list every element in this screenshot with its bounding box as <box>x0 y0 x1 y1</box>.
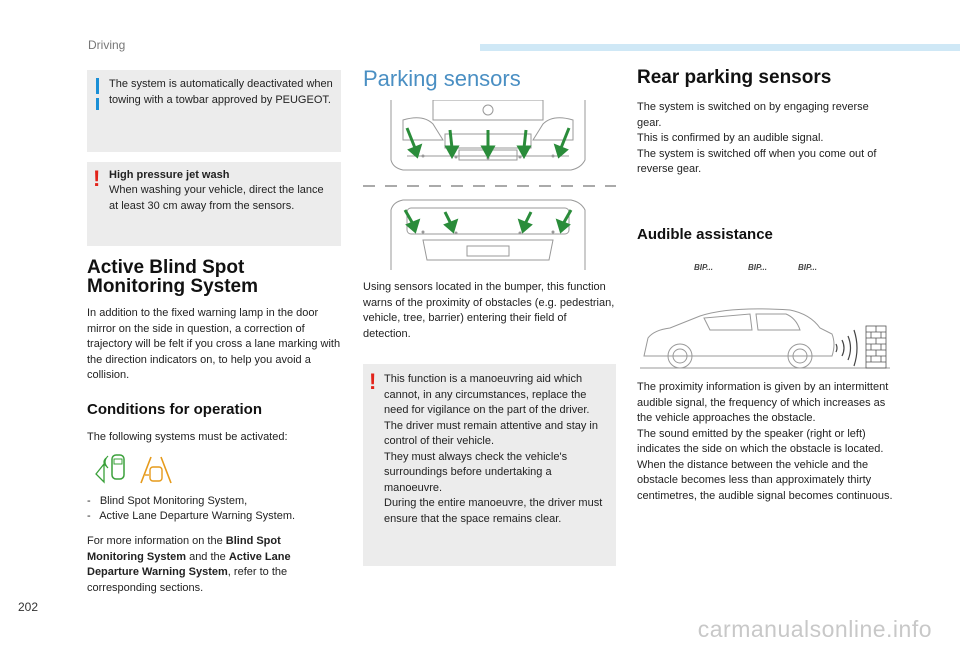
manoeuvring-warning-text: This function is a manoeuvring aid which… <box>384 373 603 525</box>
lane-departure-icon <box>140 456 172 484</box>
bip-label-2: BIP... <box>748 263 767 272</box>
warning-title: High pressure jet wash <box>109 169 230 181</box>
parking-sensors-heading: Parking sensors <box>363 66 521 91</box>
info-bar-icon <box>96 78 99 94</box>
watermark: carmanualsonline.info <box>697 616 932 642</box>
blind-spot-heading-line2: Monitoring System <box>87 276 259 297</box>
warning-text: When washing your vehicle, direct the la… <box>109 184 324 212</box>
page-number: 202 <box>18 600 39 614</box>
parking-sensors-description: Using sensors located in the bumper, thi… <box>363 281 615 340</box>
audible-description: The proximity information is given by an… <box>637 381 893 502</box>
warning-exclamation-icon: ! <box>93 166 101 191</box>
section-band <box>480 44 960 51</box>
conditions-list-item-2: - Active Lane Departure Warning System. <box>87 510 296 522</box>
blind-spot-intro: In addition to the fixed warning lamp in… <box>87 307 341 381</box>
bip-label-3: BIP... <box>798 263 817 272</box>
rear-parking-sensors-heading: Rear parking sensors <box>637 67 832 88</box>
info-box-text: The system is automatically deactivated … <box>109 78 333 106</box>
blind-spot-icon <box>95 454 125 484</box>
conditions-list-item-1: - Blind Spot Monitoring System, <box>87 495 248 507</box>
warning-box-manoeuvring: ! This function is a manoeuvring aid whi… <box>363 364 616 566</box>
reversing-car-illustration <box>640 308 890 369</box>
info-box: The system is automatically deactivated … <box>87 70 341 152</box>
parking-sensors-illustration <box>363 100 616 270</box>
conditions-heading: Conditions for operation <box>87 401 262 418</box>
warning-exclamation-icon: ! <box>369 369 377 394</box>
bip-label-1: BIP... <box>694 263 713 272</box>
section-label: Driving <box>88 38 126 52</box>
warning-box-jetwash: ! High pressure jet wash When washing yo… <box>87 162 341 246</box>
blind-spot-heading-line1: Active Blind Spot <box>87 257 245 278</box>
audible-assistance-heading: Audible assistance <box>637 226 773 243</box>
rear-sensors-intro: The system is switched on by engaging re… <box>637 101 877 175</box>
info-bar-lower <box>96 98 99 110</box>
conditions-intro: The following systems must be activated: <box>87 431 288 443</box>
more-info-text: For more information on the Blind Spot M… <box>87 535 291 594</box>
